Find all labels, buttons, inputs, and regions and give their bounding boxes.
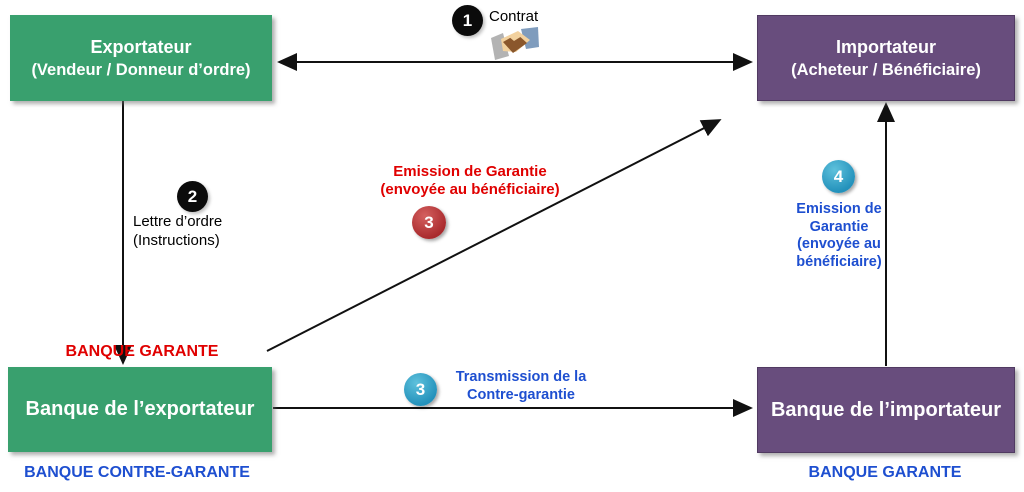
step4-label-line3: (envoyée au	[797, 236, 881, 252]
step2-badge: 2	[177, 181, 208, 212]
step3-direct-label-line2: (envoyée au bénéficiaire)	[380, 181, 560, 198]
caption-banque-garante-right: BANQUE GARANTE	[808, 464, 962, 481]
exporter-bank-title: Banque de l’exportateur	[25, 398, 255, 420]
step1-badge: 1	[452, 5, 483, 36]
step2-label: Lettre d’ordre (Instructions)	[133, 212, 222, 250]
step3-counter-badge: 3	[404, 373, 437, 406]
direct-guarantee-arrow	[266, 119, 722, 352]
step2-label-line1: Lettre d’ordre	[133, 213, 223, 230]
step3-counter-number: 3	[415, 379, 426, 399]
importer-bank-title: Banque de l’importateur	[770, 398, 1002, 421]
step3-counter-label-line1: Transmission de la	[455, 369, 587, 385]
step4-label-line2: Garantie	[809, 218, 869, 235]
step4-label: Emission de Garantie (envoyée au bénéfic…	[778, 201, 900, 271]
importer-subtitle: (Acheteur / Bénéficiaire)	[791, 61, 981, 79]
importer-title: Importateur	[835, 37, 936, 57]
exporter-box: Exportateur (Vendeur / Donneur d’ordre)	[10, 15, 272, 101]
step4-badge: 4	[822, 160, 855, 193]
step2-number: 2	[187, 186, 198, 206]
step1-number: 1	[462, 10, 473, 30]
exporter-bank-box: Banque de l’exportateur	[8, 367, 272, 452]
importer-bank-box: Banque de l’importateur	[757, 367, 1015, 453]
step3-direct-number: 3	[424, 212, 434, 232]
handshake-icon	[491, 27, 539, 60]
step4-label-line1: Emission de	[796, 201, 882, 217]
step3-direct-label: Emission de Garantie (envoyée au bénéfic…	[370, 163, 570, 199]
step3-direct-label-line1: Emission de Garantie	[393, 163, 547, 180]
exporter-subtitle: (Vendeur / Donneur d’ordre)	[31, 61, 251, 79]
step1-label: Contrat	[489, 8, 539, 25]
step4-number: 4	[833, 166, 844, 186]
step3-counter-label-line2: Contre-garantie	[467, 386, 575, 403]
exporter-title: Exportateur	[90, 37, 192, 57]
step2-label-line2: (Instructions)	[133, 232, 220, 249]
caption-banque-garante-left: BANQUE GARANTE	[65, 343, 219, 360]
step3-direct-badge: 3	[412, 206, 446, 239]
importer-box: Importateur (Acheteur / Bénéficiaire)	[757, 15, 1015, 101]
step4-label-line4: bénéficiaire)	[796, 253, 882, 270]
step3-counter-label: Transmission de la Contre-garantie	[450, 369, 592, 404]
caption-banque-contre-garante: BANQUE CONTRE-GARANTE	[24, 464, 250, 481]
